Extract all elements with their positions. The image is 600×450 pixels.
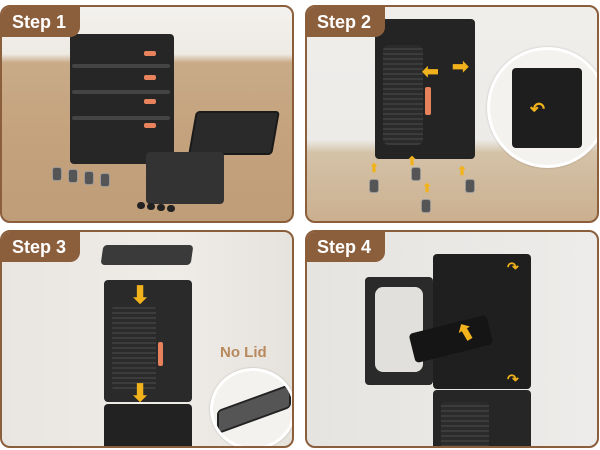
lid-detail-callout: [210, 368, 292, 446]
lid-piece: [188, 111, 280, 155]
lower-crate-grill: [441, 402, 489, 446]
step-1-panel: Step 1: [0, 5, 294, 223]
rotate-arrow-top-icon: ↷: [507, 259, 519, 275]
door-handle: [425, 87, 431, 115]
top-lid: [100, 245, 194, 265]
arrow-left-icon: ⬅: [422, 61, 439, 83]
crate-door-grill: [383, 45, 423, 145]
step-2-label: Step 2: [307, 7, 386, 37]
arrow-down-icon: ⬇: [130, 380, 151, 407]
step-2-panel: Step 2 ⬅ ➡ ↶ ⬆ ⬆ ⬆ ⬆: [305, 5, 599, 223]
folded-panel: [146, 152, 224, 204]
crate-grill: [112, 304, 156, 392]
step-4-panel: Step 4 ⬆ ↷ ↷: [305, 230, 599, 448]
arrow-up-icon: ⬆: [457, 164, 468, 178]
arrow-down-icon: ⬇: [130, 282, 151, 309]
arrow-right-icon: ➡: [452, 56, 469, 78]
step-1-label: Step 1: [2, 7, 81, 37]
no-lid-note: No Lid: [220, 344, 267, 361]
open-door: [365, 277, 433, 385]
lower-crate: [104, 404, 192, 446]
arrow-up-icon: ⬆: [369, 161, 380, 175]
fold-detail-callout: ↶: [487, 47, 597, 168]
rotate-arrow-middle-icon: ↷: [507, 371, 519, 387]
arrow-up-icon: ⬆: [407, 154, 418, 168]
step-3-panel: Step 3 ⬇ ⬇ No Lid: [0, 230, 294, 448]
rotate-arrow-icon: ↶: [530, 99, 546, 119]
step-3-label: Step 3: [2, 232, 81, 262]
door-handle: [158, 342, 163, 366]
arrow-up-icon: ⬆: [422, 181, 433, 195]
step-4-label: Step 4: [307, 232, 386, 262]
